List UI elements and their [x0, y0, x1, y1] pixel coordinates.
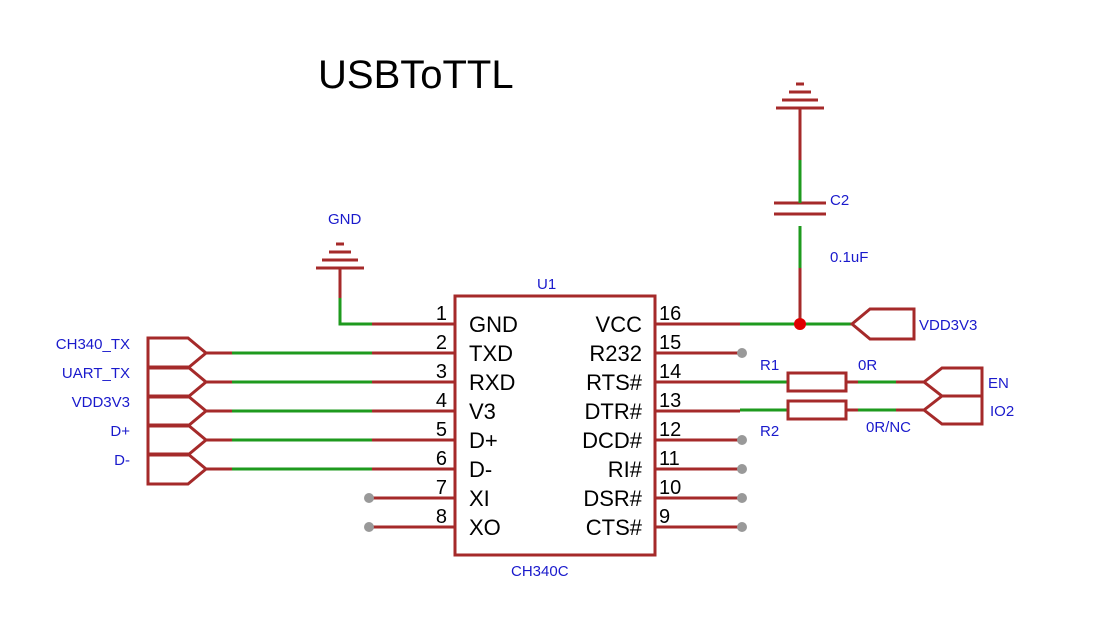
ic-body — [453, 294, 657, 557]
left-net-2: UART_TX — [62, 365, 372, 399]
pin-name: CTS# — [586, 515, 643, 540]
vcc-net-flag — [849, 307, 916, 341]
pin-number: 9 — [659, 506, 670, 528]
ic-pin-13: 13 DTR# — [585, 390, 740, 424]
left-net-3: VDD3V3 — [72, 394, 372, 428]
gnd-net-label: GND — [328, 211, 362, 228]
pin-name: TXD — [469, 341, 513, 366]
ic-pin-5: 5 D+ — [372, 419, 498, 453]
no-connect-dot — [737, 435, 747, 445]
resistor-r1 — [740, 371, 924, 393]
pin-number: 14 — [659, 361, 681, 383]
ic-pin-15: 15 R232 — [589, 332, 747, 366]
pin-name: D- — [469, 457, 492, 482]
pin-number: 11 — [659, 448, 680, 470]
ic-part-number: CH340C — [511, 563, 569, 580]
pin-name: DTR# — [585, 399, 643, 424]
junction-dot — [794, 318, 806, 330]
pin-name: RI# — [608, 457, 643, 482]
pin-number: 10 — [659, 477, 681, 499]
pin-number: 6 — [436, 448, 447, 470]
pin-name: XO — [469, 515, 501, 540]
en-net-flag-label: EN — [988, 375, 1009, 392]
net-flag — [146, 394, 209, 428]
ic-pin-14: 14 RTS# — [586, 361, 740, 395]
resistor-r2-value: 0R/NC — [866, 419, 911, 436]
left-net-4: D+ — [110, 423, 372, 457]
ic-pin-10: 10 DSR# — [583, 477, 747, 511]
pin-number: 4 — [436, 390, 447, 412]
net-label: D- — [114, 452, 130, 469]
pin-number: 8 — [436, 506, 447, 528]
pin-number: 5 — [436, 419, 447, 441]
ic-pin-12: 12 DCD# — [582, 419, 747, 453]
io2-net-flag — [921, 394, 984, 426]
left-net-5: D- — [114, 452, 372, 486]
pin-number: 16 — [659, 303, 681, 325]
pin-name: D+ — [469, 428, 498, 453]
pin-name: XI — [469, 486, 490, 511]
pin-name: RXD — [469, 370, 515, 395]
pin-name: VCC — [596, 312, 643, 337]
no-connect-dot — [364, 493, 374, 503]
ic-designator: U1 — [537, 276, 556, 293]
capacitor-c2 — [774, 82, 826, 216]
net-label: UART_TX — [62, 365, 130, 382]
schematic-title: USBToTTL — [318, 53, 514, 97]
ic-pin-7: 7 XI — [364, 477, 490, 511]
net-label: CH340_TX — [56, 336, 130, 353]
pin-number: 15 — [659, 332, 681, 354]
ic-pin-8: 8 XO — [364, 506, 501, 540]
pin-number: 1 — [436, 303, 447, 325]
no-connect-dot — [737, 464, 747, 474]
ic-pin-4: 4 V3 — [372, 390, 496, 424]
capacitor-value: 0.1uF — [830, 249, 868, 266]
capacitor-designator: C2 — [830, 192, 849, 209]
net-flag — [146, 336, 209, 370]
ic-pin-1: 1 GND — [372, 303, 518, 337]
net-label: D+ — [110, 423, 130, 440]
pin-name: GND — [469, 312, 518, 337]
ic-pin-16: 16 VCC — [596, 303, 740, 337]
ic-pin-11: 11 RI# — [608, 448, 747, 482]
pin-name: DSR# — [583, 486, 642, 511]
pin-number: 12 — [659, 419, 681, 441]
pin-name: DCD# — [582, 428, 643, 453]
ic-left-pins: 1 GND 2 TXD 3 RXD 4 V3 5 D+ 6 D- 7 XI 8 XO — [364, 303, 518, 540]
net-label: VDD3V3 — [72, 394, 130, 411]
no-connect-dot — [737, 522, 747, 532]
ic-pin-9: 9 CTS# — [586, 506, 747, 540]
no-connect-dot — [737, 493, 747, 503]
pin-name: RTS# — [586, 370, 643, 395]
resistor-r1-designator: R1 — [760, 357, 779, 374]
io2-net-flag-label: IO2 — [990, 403, 1014, 420]
gnd-net-pin1 — [316, 242, 372, 326]
vcc-net-flag-label: VDD3V3 — [919, 317, 977, 334]
resistor-r2 — [740, 399, 924, 421]
pin-number: 3 — [436, 361, 447, 383]
ic-right-pins: 16 VCC 15 R232 14 RTS# 13 DTR# 12 DCD# 11 RI# 10 DSR#… — [582, 303, 747, 540]
left-net-1: CH340_TX — [56, 336, 372, 370]
net-flag — [146, 452, 209, 486]
net-flag — [146, 423, 209, 457]
resistor-r2-designator: R2 — [760, 423, 779, 440]
ic-pin-6: 6 D- — [372, 448, 492, 482]
no-connect-dot — [737, 348, 747, 358]
resistor-r1-value: 0R — [858, 357, 877, 374]
pin-name: R232 — [589, 341, 642, 366]
pin-number: 7 — [436, 477, 447, 499]
ic-pin-2: 2 TXD — [372, 332, 513, 366]
vcc-net — [740, 226, 852, 330]
no-connect-dot — [364, 522, 374, 532]
net-flag — [146, 365, 209, 399]
pin-number: 13 — [659, 390, 681, 412]
en-net-flag — [921, 366, 984, 398]
pin-number: 2 — [436, 332, 447, 354]
ic-pin-3: 3 RXD — [372, 361, 515, 395]
pin-name: V3 — [469, 399, 496, 424]
